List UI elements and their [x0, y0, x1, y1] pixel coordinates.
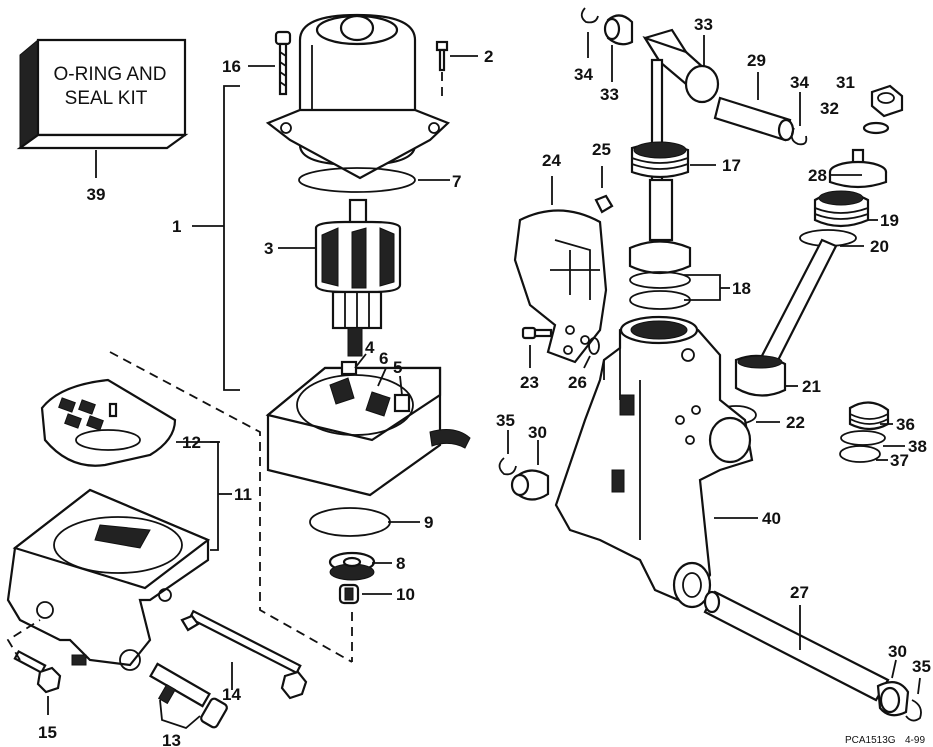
fitting-25: [594, 194, 614, 214]
piston-17-18: [628, 141, 692, 310]
seal-8: [328, 551, 376, 581]
o-ring-9: [309, 507, 391, 537]
callout-6: 6: [379, 349, 388, 368]
callout-33-top: 33: [694, 15, 713, 34]
callout-34-right: 34: [790, 73, 809, 92]
nut-31: [870, 84, 904, 118]
valve-13: [149, 662, 228, 729]
callout-29: 29: [747, 51, 766, 70]
callout-34-left: 34: [574, 65, 593, 84]
callout-37: 37: [890, 451, 909, 470]
callout-33-bottom: 33: [600, 85, 619, 104]
piston-rod-21: [734, 238, 838, 397]
callout-27: 27: [790, 583, 809, 602]
callout-5: 5: [393, 358, 402, 377]
armature-3: [314, 198, 402, 357]
callout-2: 2: [484, 47, 493, 66]
callout-4: 4: [365, 338, 375, 357]
washer-32: [862, 121, 890, 135]
motor-screw-2: [435, 40, 449, 72]
callout-3: 3: [264, 239, 273, 258]
retaining-ring-35-left: [498, 457, 517, 476]
callout-26: 26: [568, 373, 587, 392]
cylinder-body-40: [554, 315, 754, 609]
bushing-30-left: [510, 469, 550, 501]
pump-body-11: [6, 488, 211, 671]
callout-11: 11: [234, 485, 252, 504]
bushing-33: [603, 14, 634, 46]
cylinder-cap-19: [813, 190, 870, 228]
callout-35-left: 35: [496, 411, 515, 430]
callout-12: 12: [182, 433, 201, 452]
callout-10: 10: [396, 585, 415, 604]
callout-30-left: 30: [528, 423, 547, 442]
drawing-code: PCA1513G: [845, 735, 896, 746]
callout-15: 15: [38, 723, 57, 742]
callout-24: 24: [542, 151, 561, 170]
callout-17: 17: [722, 156, 741, 175]
callout-13: 13: [162, 731, 181, 747]
bolt-14: [180, 609, 308, 700]
callout-19: 19: [880, 211, 899, 230]
callout-18: 18: [732, 279, 751, 298]
pivot-tube-27: [703, 590, 890, 702]
o-ring-26: [588, 337, 600, 355]
kit-label-line1: O-RING AND: [54, 64, 167, 85]
brush-spring-5: [393, 393, 411, 413]
callout-23: 23: [520, 373, 539, 392]
callout-25: 25: [592, 140, 611, 159]
reservoir-cover-12: [40, 378, 177, 467]
callout-36: 36: [896, 415, 915, 434]
callout-9: 9: [424, 513, 433, 532]
seal-stack-36-38-37: [839, 401, 890, 463]
callout-35-right: 35: [912, 657, 931, 676]
bolt-15: [13, 649, 62, 694]
motor-housing: [265, 13, 451, 180]
callout-7: 7: [452, 172, 461, 191]
motor-o-ring-7: [298, 167, 416, 193]
callout-32: 32: [820, 99, 839, 118]
seal-kit-box: O-RING AND SEAL KIT 39: [16, 38, 189, 204]
callout-30-right: 30: [888, 642, 907, 661]
retaining-ring-35-right: [905, 699, 922, 722]
retaining-ring-34-right: [790, 127, 808, 146]
cap-28: [828, 148, 888, 189]
motor-screw-16: [274, 30, 292, 96]
leader-lines: [47, 32, 921, 730]
callout-14: 14: [222, 685, 241, 704]
callout-1: 1: [172, 217, 181, 236]
callout-20: 20: [870, 237, 889, 256]
brush-4: [340, 360, 358, 376]
screw-23: [521, 326, 553, 340]
callout-40: 40: [762, 509, 781, 528]
callout-39: 39: [87, 185, 106, 204]
brush-plate-assembly: [265, 360, 471, 497]
callout-16: 16: [222, 57, 241, 76]
pin-29: [713, 96, 795, 142]
callout-21: 21: [802, 377, 821, 396]
drawing-date: 4-99: [905, 735, 925, 746]
callout-labels: 1 2 3 4 5 6 7 8 9 10 11 12 13 14 15 16 1…: [38, 15, 931, 747]
callout-38: 38: [908, 437, 927, 456]
bushing-30-right: [876, 681, 910, 717]
callout-31: 31: [836, 73, 855, 92]
callout-8: 8: [396, 554, 405, 573]
retaining-ring-34-top: [580, 7, 599, 24]
bracket-24: [513, 209, 608, 364]
callout-22: 22: [786, 413, 805, 432]
callout-28: 28: [808, 166, 827, 185]
coupler-10: [338, 583, 360, 605]
kit-label-line2: SEAL KIT: [65, 88, 148, 109]
